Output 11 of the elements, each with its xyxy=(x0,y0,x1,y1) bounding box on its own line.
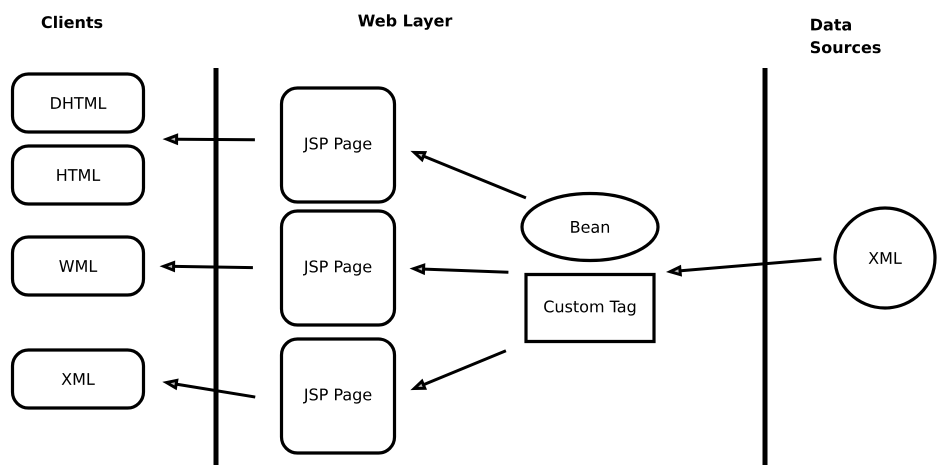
component-box: Custom Tag xyxy=(524,272,656,344)
client-box: XML xyxy=(10,348,146,410)
client-box: WML xyxy=(10,235,146,297)
page-box: JSP Page xyxy=(280,337,396,455)
page-box: JSP Page xyxy=(280,86,396,204)
column-heading: Web Layer xyxy=(358,14,452,30)
client-box: DHTML xyxy=(10,72,146,134)
page-box: JSP Page xyxy=(280,209,396,327)
column-heading: Data Sources xyxy=(810,18,881,54)
client-box: HTML xyxy=(10,144,146,206)
column-heading: Clients xyxy=(42,16,102,28)
